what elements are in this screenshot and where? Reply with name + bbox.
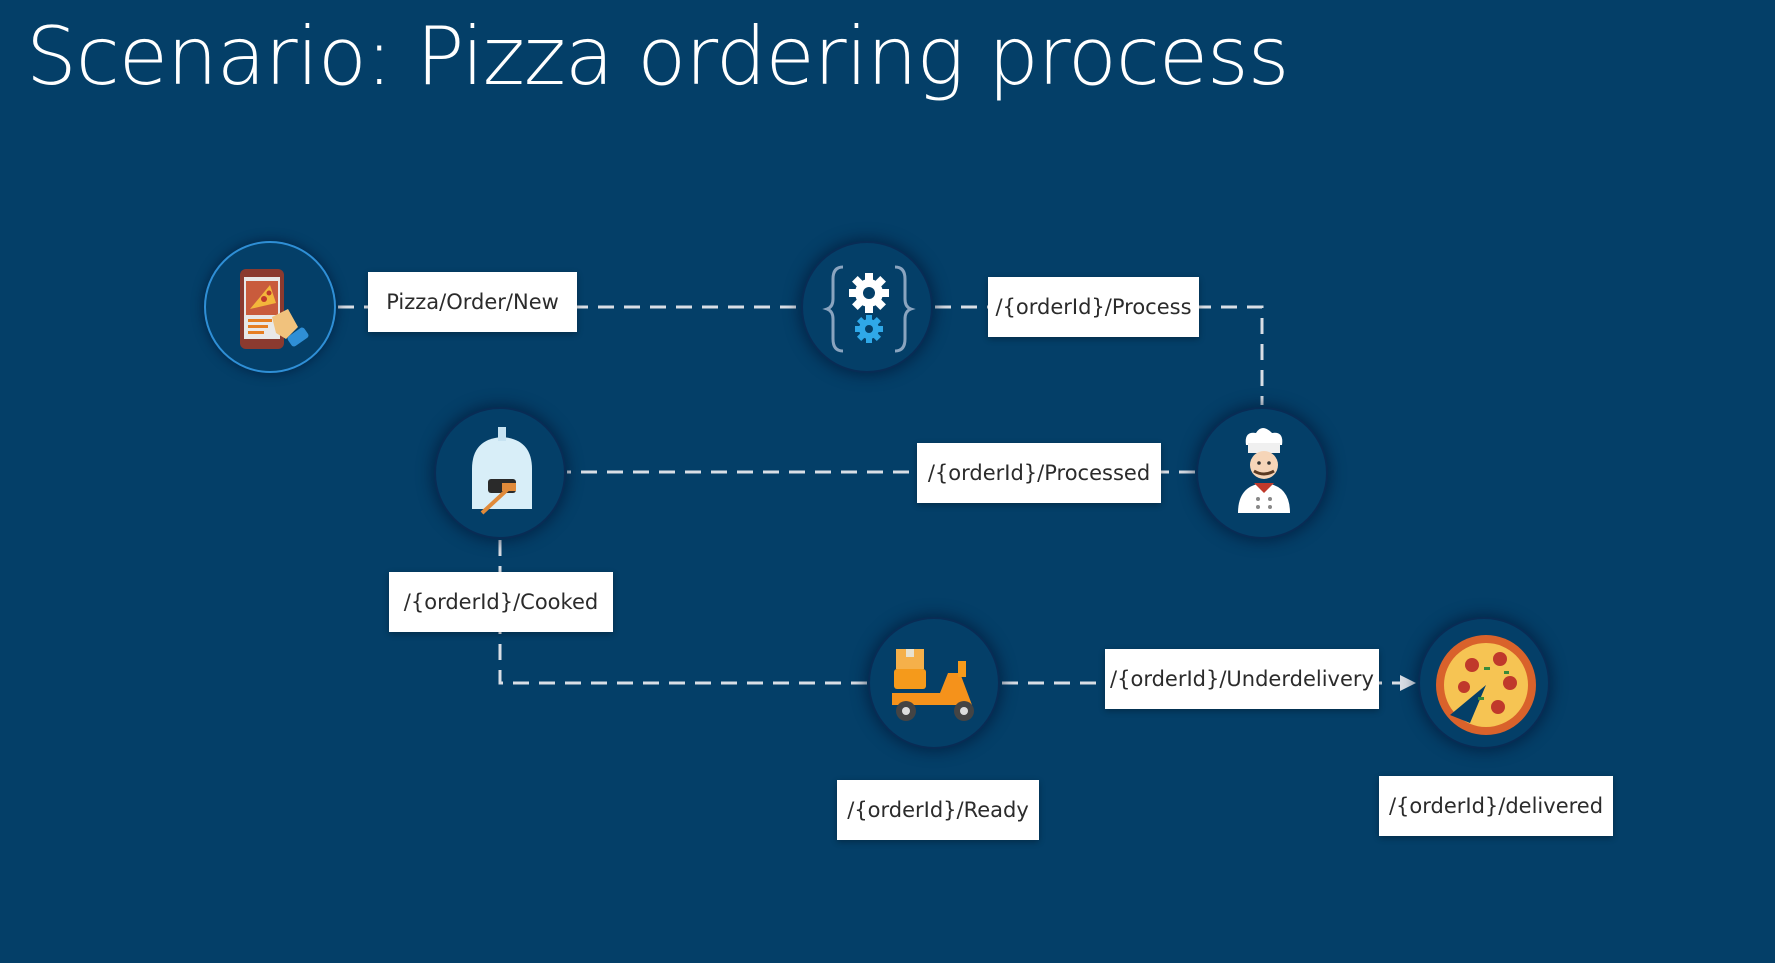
label-new-order: Pizza/Order/New: [368, 272, 577, 332]
pizza-icon: [1436, 635, 1536, 735]
pizza-oven-icon: [472, 427, 532, 515]
delivery-scooter-icon: [892, 649, 974, 721]
node-order-service[interactable]: [801, 241, 933, 373]
node-scooter[interactable]: [868, 617, 1000, 749]
mobile-order-icon: [240, 269, 309, 349]
label-cooked: /{orderId}/Cooked: [389, 572, 613, 632]
label-processed: /{orderId}/Processed: [917, 443, 1161, 503]
chef-icon: [1238, 428, 1290, 513]
label-process: /{orderId}/Process: [988, 277, 1199, 337]
function-gear-icon: [822, 265, 916, 353]
arrow-head: [1400, 675, 1416, 691]
page-title: Scenario: Pizza ordering process: [26, 10, 1289, 103]
node-chef[interactable]: [1196, 407, 1328, 539]
node-pizza[interactable]: [1418, 617, 1550, 749]
label-delivered: /{orderId}/delivered: [1379, 776, 1613, 836]
node-mobile-order[interactable]: [204, 241, 336, 373]
connector-oven-to-scooter: [498, 540, 868, 685]
node-oven[interactable]: [434, 407, 566, 539]
label-ready: /{orderId}/Ready: [837, 780, 1039, 840]
label-underdelivery: /{orderId}/Underdelivery: [1105, 649, 1379, 709]
